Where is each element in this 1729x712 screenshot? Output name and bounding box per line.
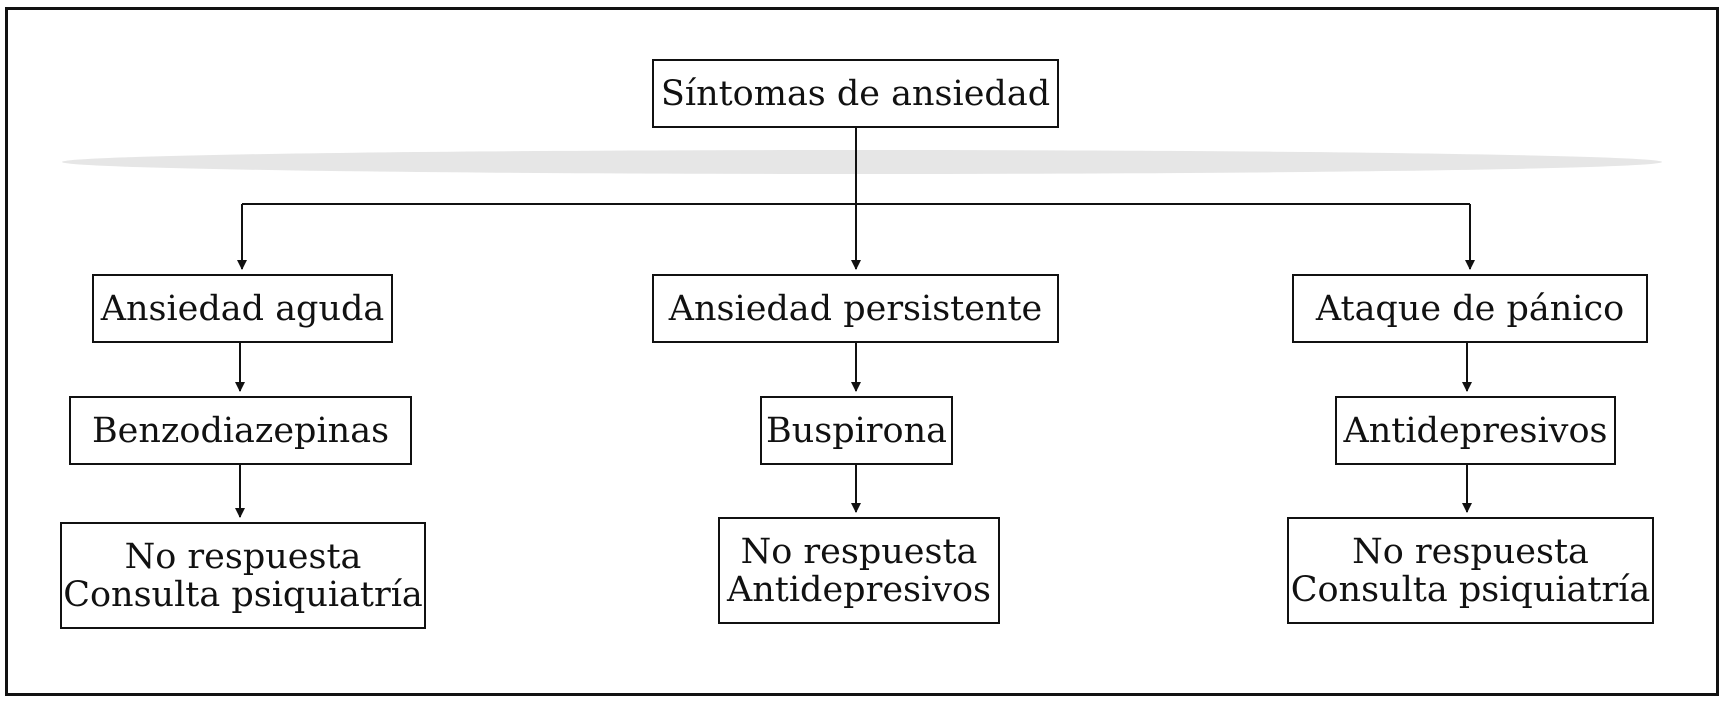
gray-band — [62, 150, 1662, 174]
treatment-node-benzodiazepinas: Benzodiazepinas — [69, 396, 412, 465]
root-label: Síntomas de ansiedad — [660, 73, 1051, 114]
outcome-line2: Antidepresivos — [726, 569, 991, 610]
outcome-line2: Consulta psiquiatría — [63, 574, 423, 615]
root-node: Síntomas de ansiedad — [652, 59, 1059, 128]
outcome-line1: No respuesta — [124, 536, 362, 577]
condition-node-ansiedad-persistente: Ansiedad persistente — [652, 274, 1059, 343]
outcome-line1: No respuesta — [740, 531, 978, 572]
condition-node-ataque-de-panico: Ataque de pánico — [1292, 274, 1648, 343]
treatment-node-buspirona: Buspirona — [760, 396, 953, 465]
outcome-node-left: No respuesta Consulta psiquiatría — [60, 522, 426, 629]
condition-label: Ansiedad aguda — [100, 288, 385, 329]
outcome-node-center: No respuesta Antidepresivos — [718, 517, 1000, 624]
condition-label: Ansiedad persistente — [668, 288, 1043, 329]
diagram-frame — [5, 7, 1719, 696]
treatment-node-antidepresivos: Antidepresivos — [1335, 396, 1616, 465]
condition-label: Ataque de pánico — [1315, 288, 1625, 329]
outcome-node-right: No respuesta Consulta psiquiatría — [1287, 517, 1654, 624]
treatment-label: Buspirona — [765, 410, 948, 451]
treatment-label: Benzodiazepinas — [91, 410, 390, 451]
condition-node-ansiedad-aguda: Ansiedad aguda — [92, 274, 393, 343]
outcome-line1: No respuesta — [1352, 531, 1589, 572]
treatment-label: Antidepresivos — [1343, 410, 1608, 451]
outcome-line2: Consulta psiquiatría — [1290, 569, 1651, 610]
